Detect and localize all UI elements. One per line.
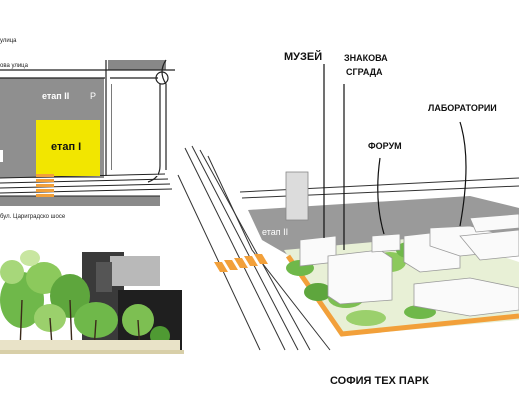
sketch-building-gray — [110, 256, 160, 286]
labs-label: ЛАБОРАТОРИИ — [428, 103, 497, 113]
top-road — [0, 70, 175, 78]
street-label-mid: ова улица — [0, 63, 28, 69]
forum-leader — [377, 157, 385, 235]
stage2-label: етап II — [42, 91, 70, 101]
stage1-block — [36, 120, 100, 176]
parking-label: P — [90, 91, 97, 101]
street-label-top: улица — [0, 38, 17, 44]
landmark-label-line1: ЗНАКОВА — [344, 53, 388, 63]
aerial-stage2-label: етап II — [262, 227, 289, 237]
crosswalk-left — [36, 174, 54, 197]
aerial-orange-path — [285, 254, 519, 337]
labs-leader — [459, 121, 467, 227]
landmark-label-line2: СГРАДА — [346, 67, 383, 77]
lower-block — [0, 196, 160, 206]
museum-label: МУЗЕЙ — [284, 51, 323, 63]
aerial-tower — [285, 171, 309, 221]
crosswalk-aerial — [214, 254, 268, 272]
boulevard-label: бул. Цариградско шосе — [0, 214, 66, 220]
caption: СОФИЯ ТЕХ ПАРК — [330, 375, 429, 387]
aerial-buildings — [299, 213, 519, 317]
forum-label: ФОРУМ — [368, 141, 402, 151]
stage1-label: етап I — [51, 141, 82, 153]
